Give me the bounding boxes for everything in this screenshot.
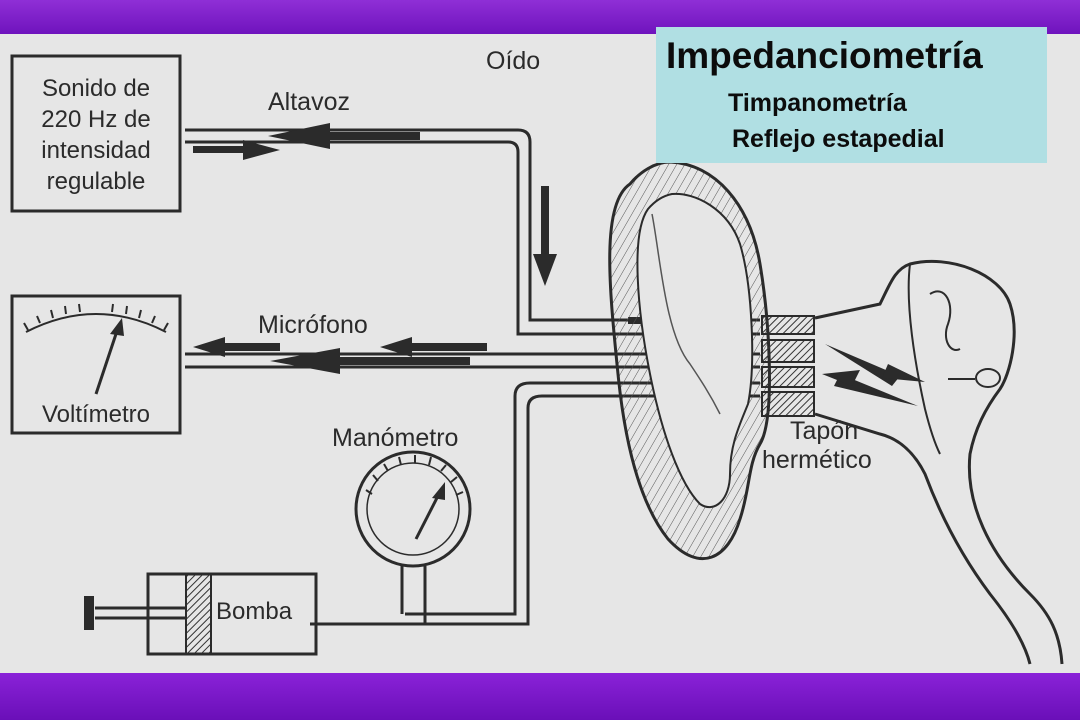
subtitle-stapedial-reflex: Reflejo estapedial (732, 125, 945, 153)
generator-line-4: regulable (47, 168, 146, 195)
bottom-band (0, 673, 1080, 720)
speaker-tube (185, 128, 760, 336)
sound-generator-box: Sonido de 220 Hz de intensidad regulable (10, 54, 182, 213)
pump-label: Bomba (216, 598, 293, 625)
plug-line-1: Tapón (790, 417, 858, 445)
plug-line-2: hermético (762, 446, 872, 474)
microphone-label: Micrófono (258, 311, 368, 339)
generator-line-3: intensidad (41, 137, 150, 164)
speaker-label: Altavoz (268, 88, 350, 116)
pump: Bomba (84, 572, 318, 656)
pressure-tube (310, 381, 760, 626)
generator-line-2: 220 Hz de (41, 106, 150, 133)
ear-canal (814, 259, 1064, 665)
subtitle-tympanometry: Timpanometría (728, 89, 907, 117)
microphone-arrows (193, 337, 487, 374)
slide-title: Impedanciometría (666, 35, 983, 76)
ear-label: Oído (486, 47, 540, 75)
voltmeter-label: Voltímetro (42, 401, 150, 428)
title-box: Impedanciometría Timpanometría Reflejo e… (656, 27, 1047, 163)
generator-line-1: Sonido de (42, 75, 150, 102)
hermetic-plug: Tapón hermético (761, 315, 872, 474)
canal-arrows (822, 344, 925, 406)
manometer-label: Manómetro (332, 424, 458, 452)
manometer: Manómetro (332, 424, 472, 624)
ear-drawing (608, 160, 771, 561)
voltmeter-box: Voltímetro (10, 294, 182, 435)
